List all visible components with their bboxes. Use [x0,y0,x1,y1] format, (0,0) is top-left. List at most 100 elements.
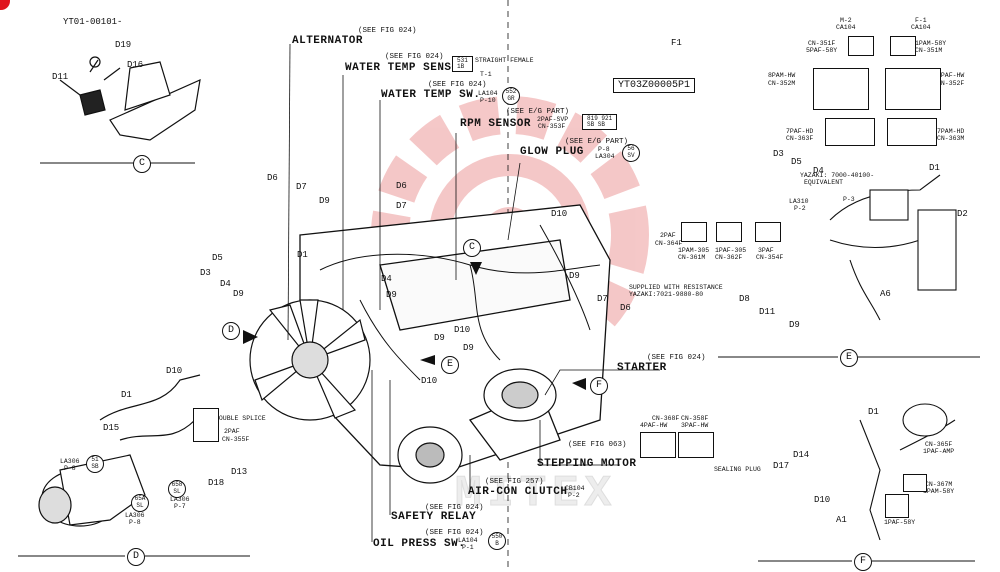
circle-51: 51 SB [86,455,104,473]
note-cn352m: CN-352M [768,80,796,87]
note-yazaki: YAZAKI:7021-9880-80 [629,291,704,298]
connector-368f [640,432,676,458]
note-8pam-hw: 8PAM-HW [768,72,796,79]
note-cn368f: CN-368F [652,415,680,422]
note-cn361m: CN-361M [678,254,706,261]
note-cn355f: CN-355F [222,436,250,443]
marker-d6-b: D6 [396,181,407,191]
note-m2: M-2 [840,17,852,24]
marker-d15: D15 [103,423,120,433]
marker-d14: D14 [793,450,810,460]
connector-351m [890,36,916,56]
marker-a6: A6 [880,289,891,299]
marker-d17: D17 [773,461,790,471]
note-cn363f: CN-363F [786,135,814,142]
note-la304: LA304 [595,153,615,160]
note-la104-b: LA104 [458,537,478,544]
ref-fig-257: (SEE FIG 257) [485,478,544,486]
marker-d5-a: D5 [212,253,223,263]
note-2paf: 2PAF [660,232,676,239]
note-cn353f: CN-353F [538,123,566,130]
note-straight-female: STRAIGHT FEMALE [475,57,534,64]
marker-d10-b: D10 [454,325,471,335]
ref-fig-024-oil: (SEE FIG 024) [425,529,484,537]
note-la306-b: LA306 [125,512,145,519]
note-3paf-hw: 3PAF-HW [681,422,709,429]
note-7paf-hd: 7PAF-HD [786,128,814,135]
note-8paf-hw: 8PAF-HW [937,72,965,79]
note-2paf-svp: 2PAF-SVP [537,116,569,123]
marker-d10-c: D10 [421,376,438,386]
ref-fig-024-wtsw: (SEE FIG 024) [428,81,487,89]
marker-d5-e: D5 [791,157,802,167]
marker-d6-c: D6 [620,303,631,313]
marker-d9-f: D9 [463,343,474,353]
marker-d11: D11 [52,72,69,82]
callout-starter: STARTER [617,362,667,374]
note-1paf-amp: 1PAF-AMP [923,448,955,455]
note-5paf-58y: 5PAF-58Y [806,47,838,54]
note-3paf: 3PAF [758,247,774,254]
marker-d7-a: D7 [296,182,307,192]
document-id: YT01-00101- [63,17,123,27]
note-supplied-resistance: SUPPLIED WITH RESISTANCE [629,284,723,291]
marker-d12: D11 [759,307,776,317]
view-e-section: E [840,349,858,367]
ref-eg-part-glow: (SEE E/G PART) [565,138,629,146]
marker-d7-c: D7 [597,294,608,304]
marker-d4-a: D4 [220,279,231,289]
note-la306-c: LA306 [170,496,190,503]
marker-d9-e: D9 [434,333,445,343]
marker-d2: D2 [957,209,968,219]
callout-glow-plug: GLOW PLUG [520,146,584,158]
note-cn352f: CN-352F [937,80,965,87]
ref-fig-024-alt: (SEE FIG 024) [358,27,417,35]
marker-d3-a: D3 [200,268,211,278]
view-f-section: F [854,553,872,571]
view-d-section: D [127,548,145,566]
marker-d10-f: D10 [814,495,831,505]
circle-56: 56 SV [622,144,640,162]
watermark-text: MITEX [455,469,617,519]
note-p2: P-2 [568,492,580,499]
ref-fig-024-relay: (SEE FIG 024) [425,504,484,512]
note-p7: P-7 [174,503,186,510]
note-p10: P-10 [480,97,496,104]
note-cn365f: CN-365F [925,441,953,448]
callout-rpm-sensor: RPM SENSOR [460,118,532,130]
marker-d9-a: D9 [319,196,330,206]
marker-d1-e: D1 [929,163,940,173]
ref-eg-part-rpm: (SEE E/G PART) [506,108,570,116]
marker-d8: D8 [739,294,750,304]
marker-d3-e: D3 [773,149,784,159]
note-p3: P-3 [843,196,855,203]
note-cn354f: CN-354F [756,254,784,261]
note-cn362f: CN-362F [715,254,743,261]
callout-water-temp-sw: WATER TEMP SW. [381,89,481,101]
note-4paf-hw: 4PAF-HW [640,422,668,429]
view-c-marker: C [463,239,481,257]
corner-marker [0,0,10,10]
callout-aircon-clutch: AIR-CON CLUTCH [468,486,568,498]
circle-552: 552 GR [502,87,520,105]
connector-355f [193,408,219,442]
callout-water-temp-sensor: WATER TEMP SENSOR [345,62,466,74]
callout-oil-press-sw: OIL PRESS SW. [373,538,466,550]
ref-fig-024-starter: (SEE FIG 024) [647,354,706,362]
circle-658: 658 SL [168,480,186,498]
callout-stepping-motor: STEPPING MOTOR [537,458,637,470]
view-f-marker: F [590,377,608,395]
note-cn363m: CN-363M [937,135,965,142]
connector-363f [825,118,875,146]
note-cn364f: CN-364F [655,240,683,247]
connector-367m [903,474,927,492]
marker-d9-c: D9 [386,290,397,300]
note-la104-a: LA104 [478,90,498,97]
callout-safety-relay: SAFETY RELAY [391,511,477,523]
note-1paf-305: 1PAF-305 [715,247,747,254]
note-7pam-hd: 7PAM-HD [937,128,965,135]
figure-label: F1 [671,38,682,48]
marker-d19: D19 [115,40,132,50]
